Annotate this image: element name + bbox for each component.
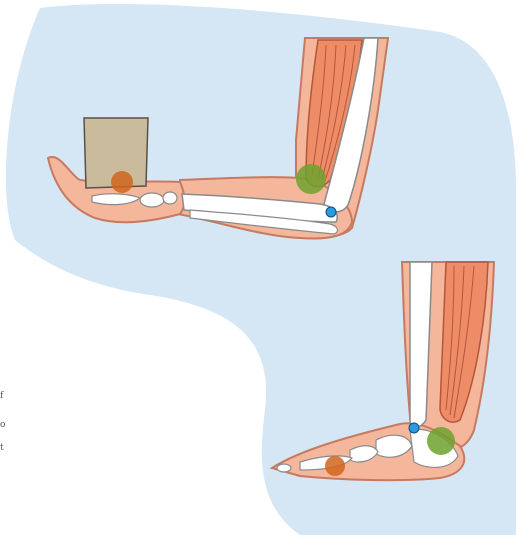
muscle-insertion-heel: [427, 427, 455, 455]
margin-mark-2: o: [0, 421, 5, 430]
margin-mark-1: f: [0, 392, 3, 401]
fulcrum-elbow: [326, 207, 336, 217]
fulcrum-ankle: [409, 423, 419, 433]
margin-mark-3: t: [0, 444, 4, 453]
load-point-hand: [111, 171, 133, 193]
muscle-insertion-elbow: [296, 164, 326, 194]
load-point-foot: [325, 456, 345, 476]
